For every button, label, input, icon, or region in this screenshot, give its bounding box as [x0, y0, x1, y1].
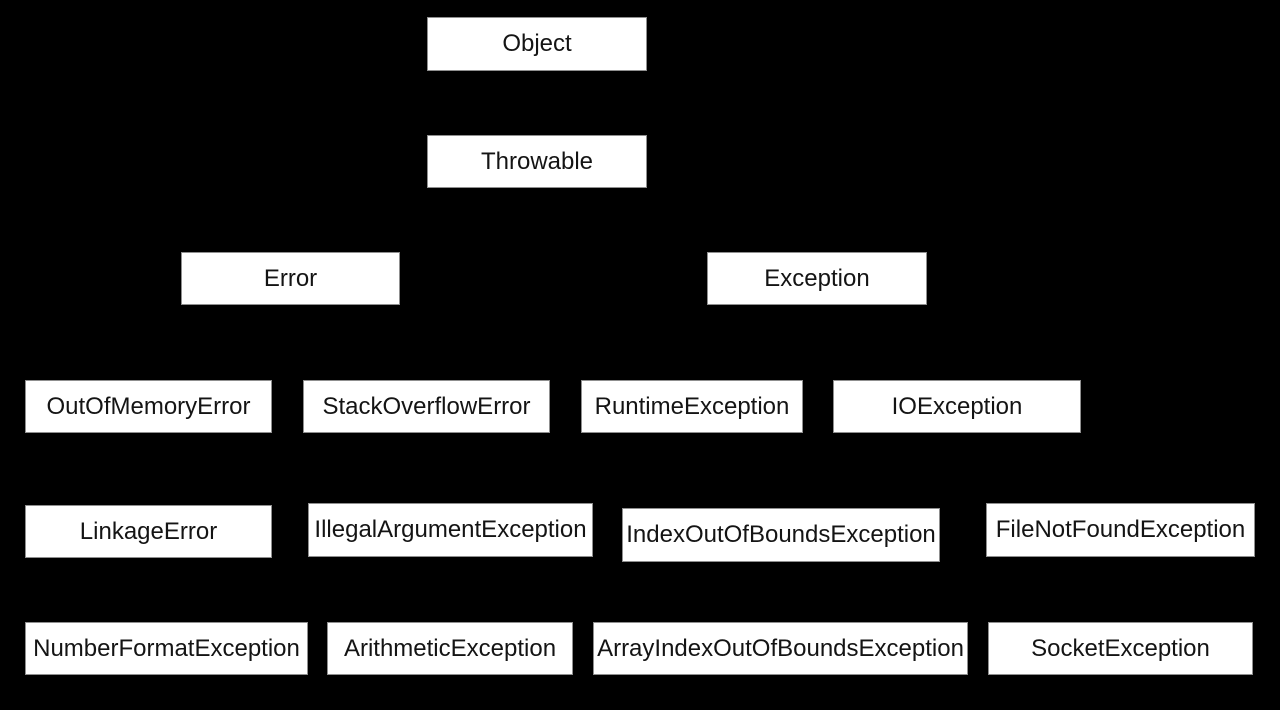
node-arithmeticexception: ArithmeticException — [327, 622, 573, 675]
node-error: Error — [181, 252, 400, 305]
node-throwable: Throwable — [427, 135, 647, 188]
node-ioexception: IOException — [833, 380, 1081, 433]
node-arrayindexoutofboundsexception: ArrayIndexOutOfBoundsException — [593, 622, 968, 675]
node-object: Object — [427, 17, 647, 71]
node-stackoverflowerror: StackOverflowError — [303, 380, 550, 433]
node-socketexception: SocketException — [988, 622, 1253, 675]
node-indexoutofboundsexception: IndexOutOfBoundsException — [622, 508, 940, 562]
node-outofmemoryerror: OutOfMemoryError — [25, 380, 272, 433]
node-runtimeexception: RuntimeException — [581, 380, 803, 433]
node-illegalargumentexception: IllegalArgumentException — [308, 503, 593, 557]
node-exception: Exception — [707, 252, 927, 305]
node-filenotfoundexception: FileNotFoundException — [986, 503, 1255, 557]
node-numberformatexception: NumberFormatException — [25, 622, 308, 675]
node-linkageerror: LinkageError — [25, 505, 272, 558]
